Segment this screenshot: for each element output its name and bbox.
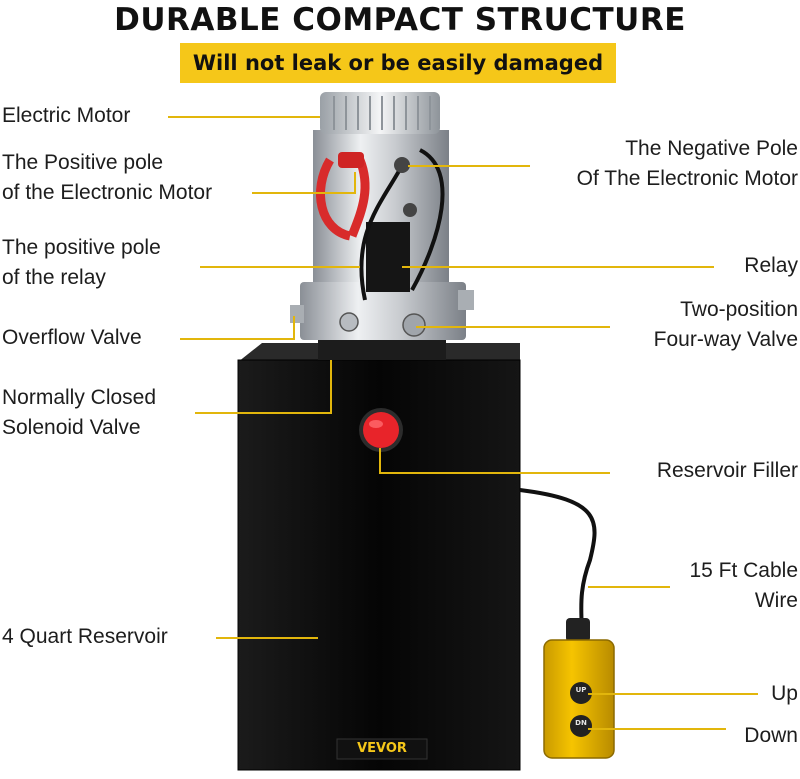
label-positive-pole-motor-1: The Positive pole xyxy=(2,151,164,174)
banner: Will not leak or be easily damaged xyxy=(180,43,616,83)
remote-down-button[interactable]: DN xyxy=(575,719,587,727)
label-reservoir-filler: Reservoir Filler xyxy=(656,459,798,482)
leader-up xyxy=(588,693,758,695)
label-relay: Relay xyxy=(744,254,798,277)
label-overflow-valve: Overflow Valve xyxy=(2,326,142,349)
leader-down xyxy=(588,728,726,730)
leader-negative-pole xyxy=(408,165,530,167)
label-down: Down xyxy=(744,724,798,747)
leader-positive-pole-relay xyxy=(200,266,360,268)
leader-positive-pole-motor-v xyxy=(354,172,356,194)
page-title: DURABLE COMPACT STRUCTURE xyxy=(114,2,686,38)
leader-electric-motor xyxy=(168,116,320,118)
remote-up-button[interactable]: UP xyxy=(575,686,587,694)
brand-logo: VEVOR xyxy=(357,741,407,756)
label-electric-motor: Electric Motor xyxy=(2,104,131,127)
leader-cable xyxy=(588,586,670,588)
label-four-way-valve-2: Four-way Valve xyxy=(653,328,798,351)
label-positive-pole-relay-1: The positive pole xyxy=(2,236,161,259)
leader-solenoid-valve-v xyxy=(330,360,332,414)
label-up: Up xyxy=(771,682,798,705)
filler-cap xyxy=(359,408,403,452)
banner-text: Will not leak or be easily damaged xyxy=(192,51,604,75)
leader-overflow-valve xyxy=(180,338,295,340)
leader-positive-pole-motor xyxy=(252,192,356,194)
label-negative-pole-1: The Negative Pole xyxy=(625,137,798,160)
leader-four-way-valve xyxy=(416,326,610,328)
label-negative-pole-2: Of The Electronic Motor xyxy=(576,167,798,190)
cable xyxy=(519,488,597,641)
motor xyxy=(313,92,449,301)
leader-relay xyxy=(402,266,714,268)
label-solenoid-valve-2: Solenoid Valve xyxy=(2,416,141,439)
label-four-way-valve-1: Two-position xyxy=(680,298,798,321)
leader-overflow-valve-v xyxy=(293,316,295,340)
label-cable-2: Wire xyxy=(754,589,798,612)
label-cable-1: 15 Ft Cable xyxy=(689,559,798,582)
label-solenoid-valve-1: Normally Closed xyxy=(2,386,157,409)
label-reservoir: 4 Quart Reservoir xyxy=(2,625,168,648)
leader-solenoid-valve xyxy=(195,412,332,414)
leader-reservoir xyxy=(216,637,318,639)
leader-reservoir-filler-v xyxy=(379,448,381,474)
label-positive-pole-motor-2: of the Electronic Motor xyxy=(2,181,213,204)
label-positive-pole-relay-2: of the relay xyxy=(2,266,106,289)
reservoir-tank xyxy=(237,343,521,771)
leader-reservoir-filler xyxy=(380,472,610,474)
